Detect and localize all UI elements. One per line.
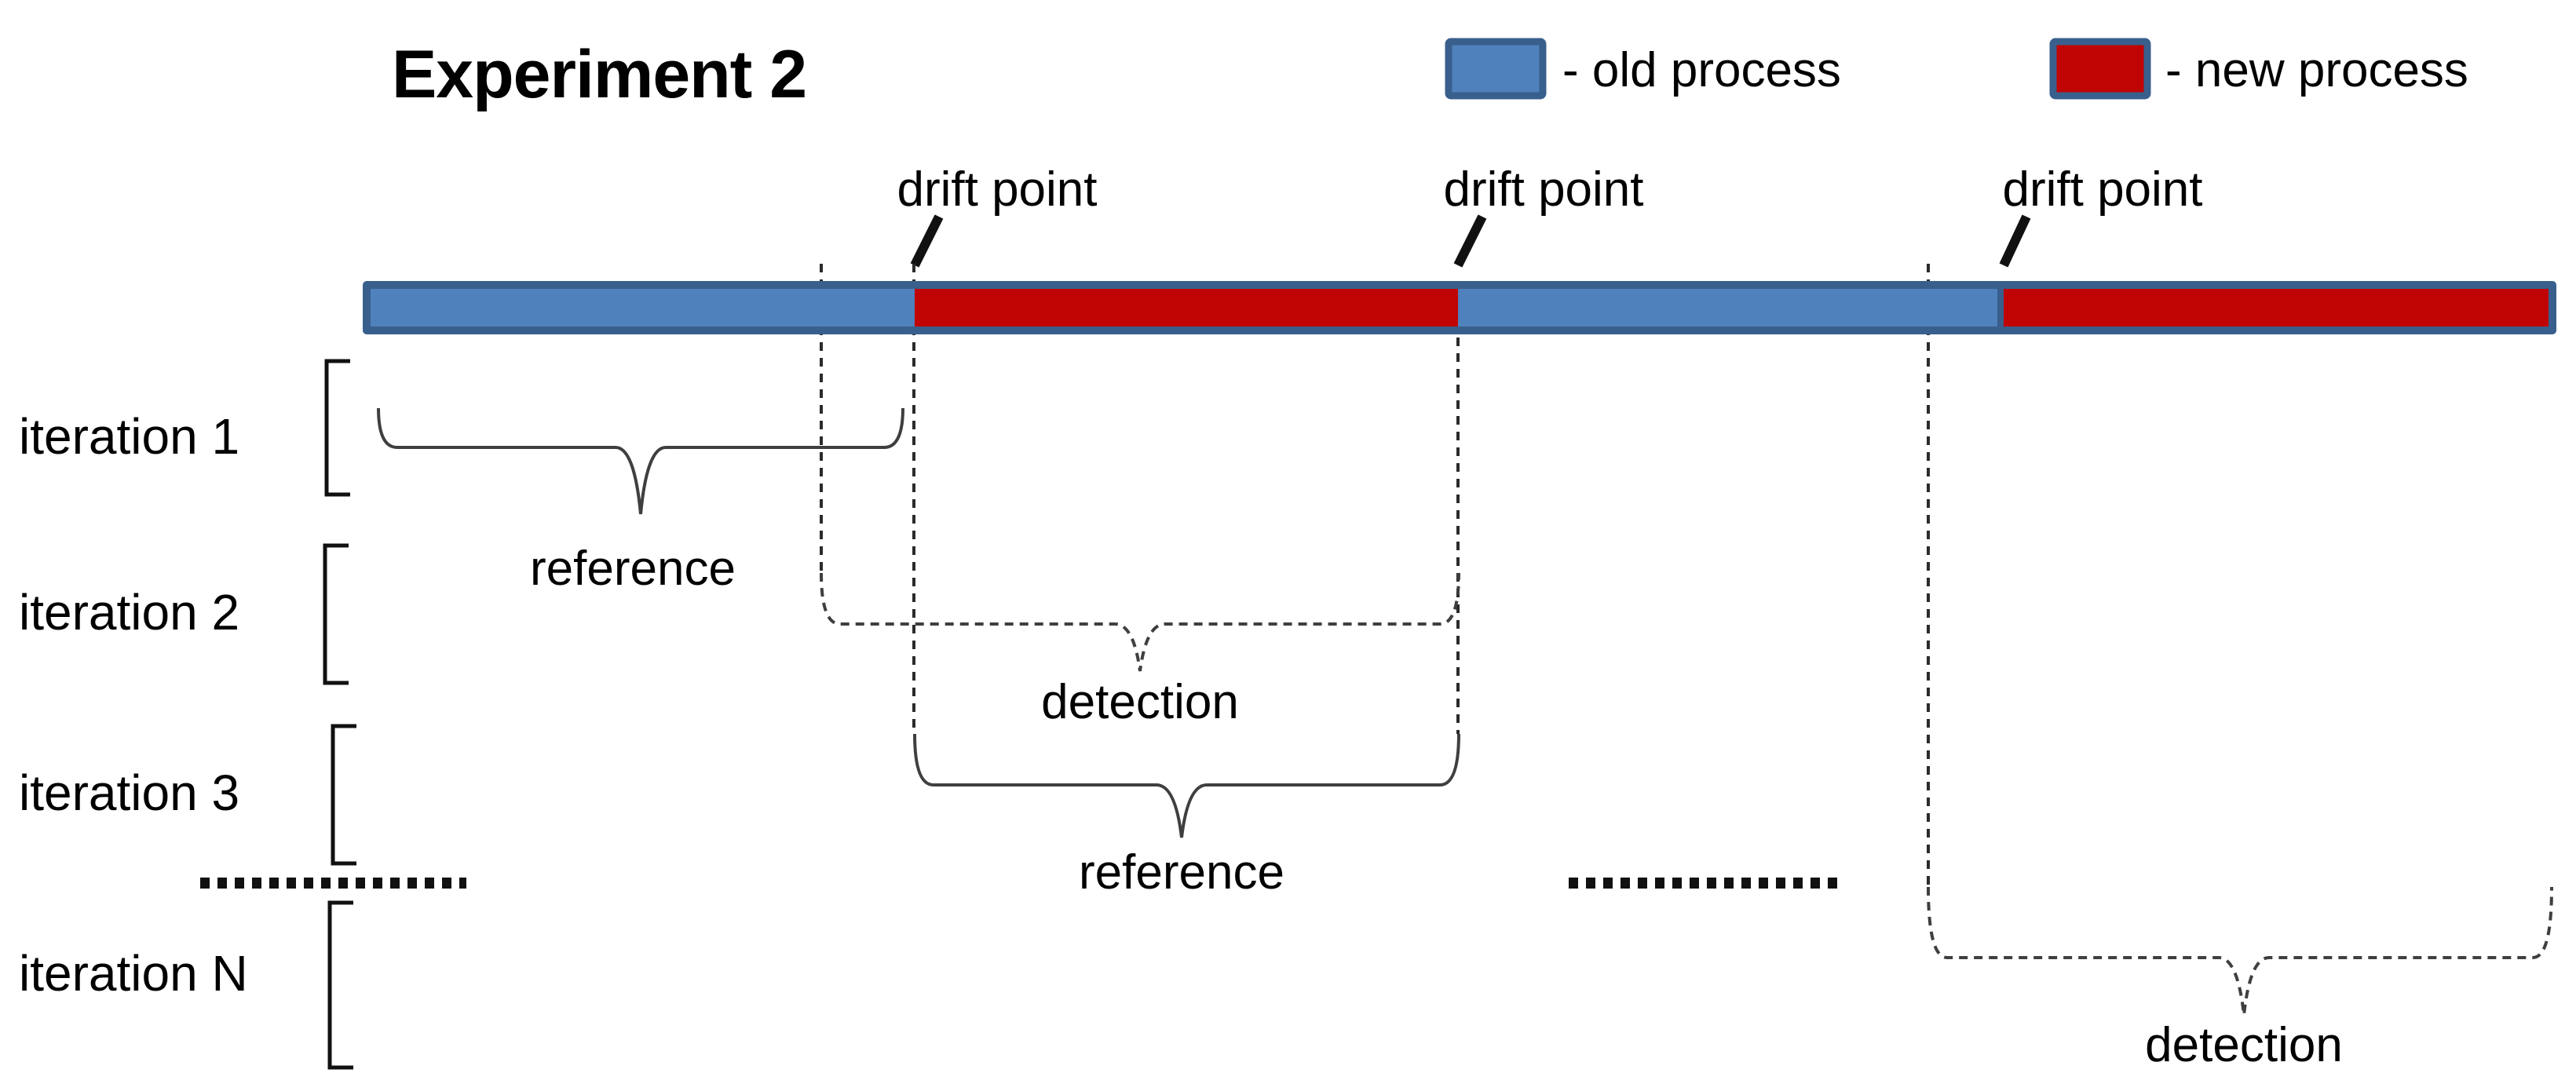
- drift-point-label-1: drift point: [897, 162, 1097, 217]
- drift-tick-1: [910, 214, 944, 268]
- process-timeline-bar: [363, 281, 2556, 334]
- detection-1-brace: [820, 572, 1460, 672]
- detection-1-label: detection: [1041, 675, 1239, 729]
- guide-lines: [820, 264, 1930, 887]
- legend-swatch-old-process: [1445, 38, 1547, 100]
- legend: - old process - new process: [1445, 38, 2468, 100]
- drift-point-label-3: drift point: [2002, 162, 2202, 217]
- iteration-3-label: iteration 3: [19, 765, 239, 821]
- reference-2-label: reference: [1079, 845, 1284, 900]
- iteration-2-label: iteration 2: [19, 584, 239, 641]
- bar-segment-old-process-2: [1458, 289, 1997, 327]
- reference-1-brace: [377, 407, 904, 515]
- drift-tick-2: [1453, 214, 1487, 268]
- iteration-N-bracket: [327, 900, 353, 1070]
- detection-2-label: detection: [2145, 1018, 2343, 1072]
- iteration-1-label: iteration 1: [19, 408, 239, 465]
- legend-label-new-process: - new process: [2165, 43, 2468, 97]
- bar-segment-new-process-1: [915, 289, 1458, 327]
- bar-segment-new-process-2: [2004, 289, 2549, 327]
- reference-1-label: reference: [530, 542, 736, 596]
- page-title: Experiment 2: [392, 37, 806, 112]
- legend-label-old-process: - old process: [1562, 43, 1841, 97]
- legend-swatch-new-process: [2049, 38, 2151, 100]
- bar-segment-old-process-1: [371, 289, 915, 327]
- iteration-3-bracket: [331, 724, 356, 866]
- detection-2-brace: [1927, 886, 2553, 1016]
- iteration-2-bracket: [323, 543, 349, 685]
- drift-tick-3: [1999, 214, 2031, 268]
- drift-point-label-2: drift point: [1443, 162, 1643, 217]
- iteration-rows: iteration 1 iteration 2 iteration 3 iter…: [19, 359, 356, 1070]
- iteration-N-label: iteration N: [19, 945, 248, 1002]
- reference-2-brace: [913, 733, 1460, 838]
- iteration-1-bracket: [324, 359, 350, 497]
